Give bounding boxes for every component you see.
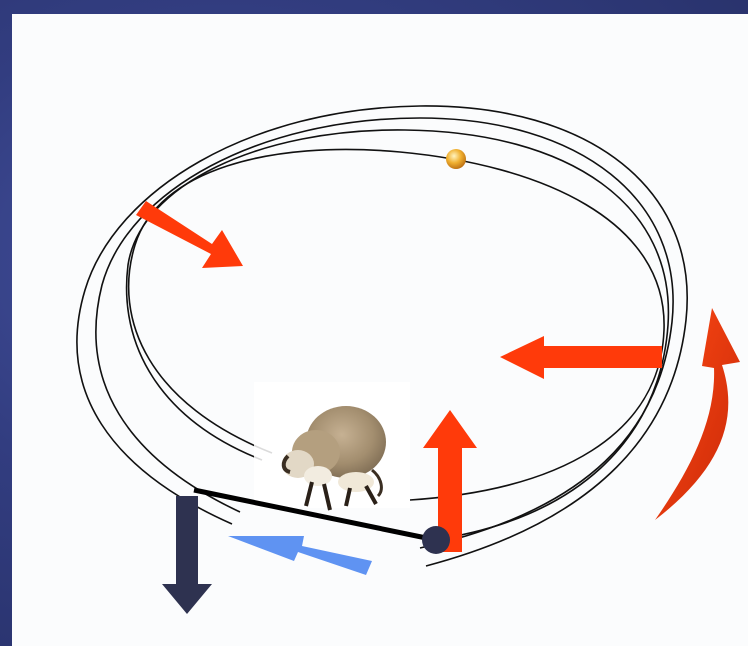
pendulum-bob [422,526,450,554]
inward-arrow-upper-left [136,201,243,268]
orbit-curves [76,105,688,567]
upward-arrow [423,410,477,552]
rotation-arrow [655,308,740,520]
pendulum-string [193,487,437,543]
inward-arrow-right [500,336,662,379]
weight-arrow [162,496,212,614]
orbit-marker [446,149,466,169]
velocity-arrow [228,536,372,575]
orbit-loop-inner [127,148,665,501]
animal-image [254,382,410,511]
orbit-loop-inner-2 [125,129,670,541]
orbit-loop-outer [76,105,688,567]
